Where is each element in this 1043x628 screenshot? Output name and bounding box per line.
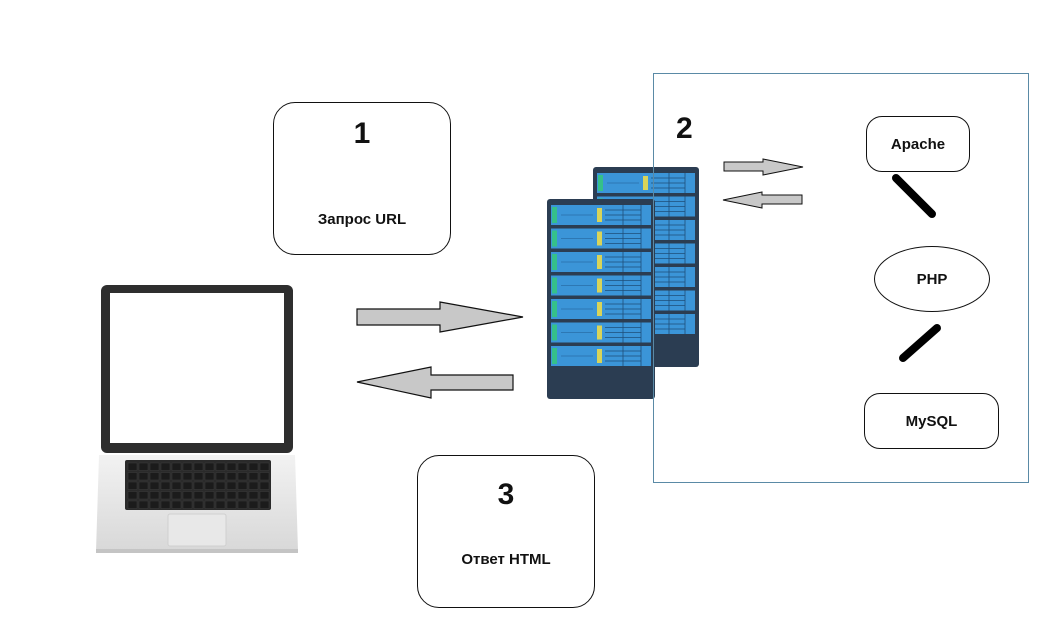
from-apache-arrow: [722, 191, 803, 209]
step-1-box: 1 Запрос URL: [273, 102, 451, 255]
laptop-icon: [96, 285, 298, 553]
to-apache-arrow: [723, 158, 804, 176]
server-rack-icon: [547, 167, 699, 399]
step-3-label: Ответ HTML: [461, 551, 551, 568]
request-arrow: [356, 301, 524, 333]
server-frame: [653, 73, 1029, 483]
step-3-box: 3 Ответ HTML: [417, 455, 595, 608]
step-2-number: 2: [676, 112, 693, 145]
php-node: PHP: [874, 246, 990, 312]
php-mysql-connector: [899, 324, 941, 362]
apache-node: Apache: [866, 116, 970, 172]
apache-php-connector: [892, 174, 936, 218]
mysql-node: MySQL: [864, 393, 999, 449]
step-3-number: 3: [497, 478, 515, 511]
response-arrow: [356, 366, 514, 399]
step-1-number: 1: [353, 117, 371, 150]
step-1-label: Запрос URL: [317, 211, 407, 228]
